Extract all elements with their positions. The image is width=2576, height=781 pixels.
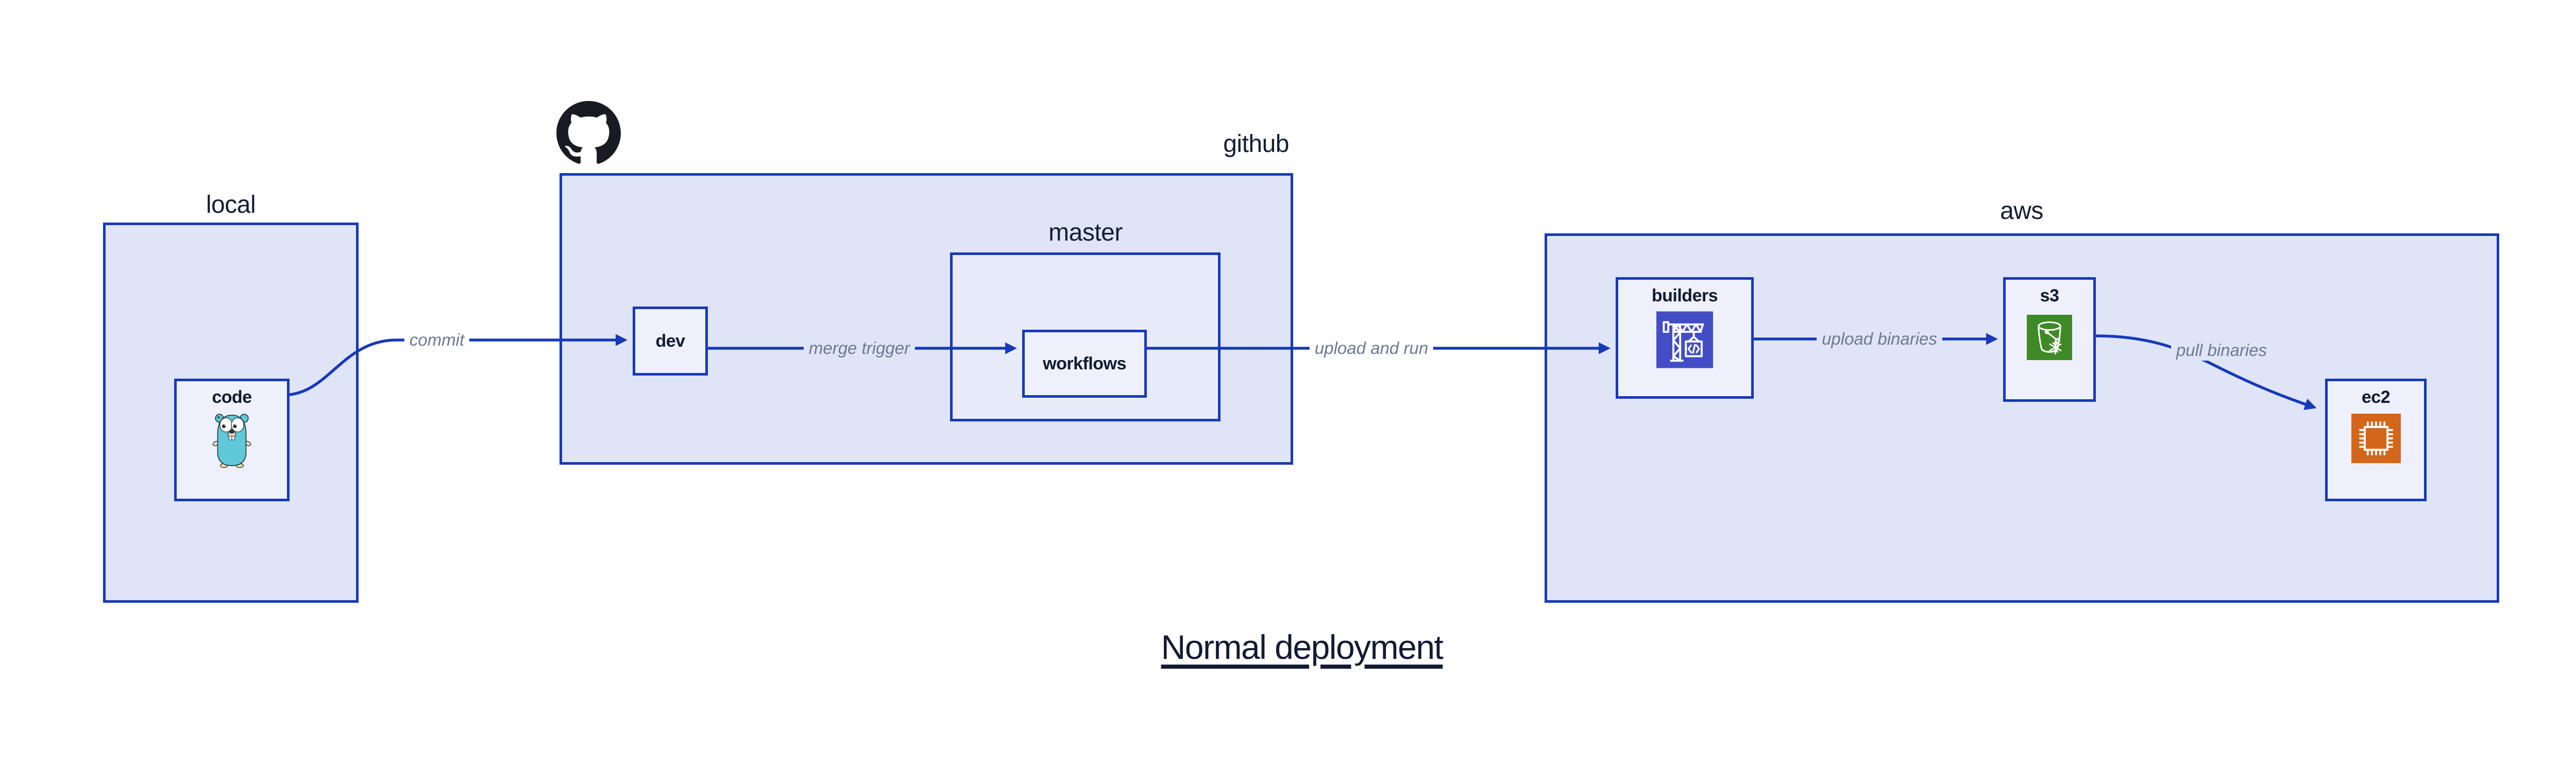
node-dev-label: dev <box>655 331 685 351</box>
node-builders: builders <box>1616 277 1754 399</box>
group-label-aws: aws <box>2000 197 2043 225</box>
group-label-github: github <box>1223 130 1289 158</box>
s3-glacier-bucket-icon <box>2027 313 2072 362</box>
go-gopher-icon <box>210 412 254 468</box>
node-dev: dev <box>633 307 708 376</box>
diagram-title: Normal deployment <box>1161 628 1444 666</box>
group-label-local: local <box>206 191 256 218</box>
node-s3: s3 <box>2003 277 2096 402</box>
edge-commit <box>289 334 628 396</box>
node-workflows-label: workflows <box>1043 353 1126 373</box>
edge-label-upload-binaries: upload binaries <box>1817 329 1942 349</box>
group-label-master: master <box>1048 219 1123 246</box>
edge-pull-binaries <box>2095 334 2317 410</box>
node-builders-label: builders <box>1651 286 1718 305</box>
edge-label-pull-binaries: pull binaries <box>2171 340 2273 361</box>
node-code-label: code <box>212 387 252 407</box>
node-ec2-label: ec2 <box>2361 387 2391 407</box>
ec2-chip-icon <box>2351 414 2401 463</box>
node-ec2: ec2 <box>2325 379 2427 501</box>
node-s3-label: s3 <box>2040 286 2059 305</box>
edge-label-merge-trigger: merge trigger <box>803 338 916 359</box>
node-code: code <box>174 379 290 501</box>
codebuild-crane-icon <box>1656 310 1713 369</box>
edge-label-upload-and-run: upload and run <box>1309 338 1434 359</box>
node-workflows: workflows <box>1022 330 1147 398</box>
edge-label-commit: commit <box>404 330 470 350</box>
github-octocat-icon <box>556 101 621 168</box>
